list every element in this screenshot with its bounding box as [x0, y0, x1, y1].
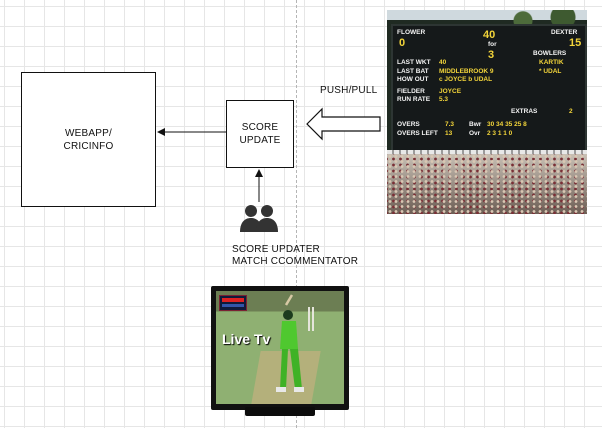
- live-tv-label: Live Tv: [222, 331, 271, 347]
- sb-extras-label: EXTRAS: [511, 108, 538, 115]
- score-updater-label: SCORE UPDATER MATCH CCOMMENTATOR: [232, 244, 359, 267]
- sb-last-bat-label: LAST BAT: [397, 68, 429, 75]
- push-pull-label: PUSH/PULL: [320, 85, 378, 96]
- sb-away-team: DEXTER: [551, 29, 578, 36]
- sb-last-bat-value: MIDDLEBROOK 9: [439, 68, 494, 75]
- tv-stand: [245, 407, 315, 416]
- sb-run-rate-label: RUN RATE: [397, 96, 431, 103]
- score-update-label: SCORE UPDATE: [239, 122, 281, 146]
- sb-bwr-label: Bwr: [469, 121, 482, 128]
- sb-bwr-values: 30 34 35 25 8: [487, 121, 527, 128]
- sb-for-label: for: [488, 41, 497, 48]
- users-icon: [240, 205, 278, 232]
- webapp-label: WEBAPP/ CRICINFO: [63, 127, 114, 152]
- sb-bowler2: * UDAL: [539, 68, 562, 75]
- sb-bowler1: KARTIK: [539, 59, 564, 66]
- sb-overs-left-label: OVERS LEFT: [397, 130, 438, 137]
- sb-ovr-label: Ovr: [469, 130, 481, 137]
- trees: [507, 10, 587, 28]
- sb-how-out-value: c JOYCE b UDAL: [439, 76, 493, 83]
- tv-frame: Live Tv: [211, 286, 349, 410]
- sb-overs-left-value: 13: [445, 130, 453, 137]
- tv-screen: Live Tv: [216, 291, 344, 404]
- scoreboard-photo: FLOWER 40 DEXTER 0 for 15 3 BOWLERS LAST…: [387, 10, 587, 214]
- score-update-box[interactable]: SCORE UPDATE: [226, 100, 294, 168]
- sb-bowlers-label: BOWLERS: [533, 50, 567, 57]
- live-tv: Live Tv: [211, 286, 349, 416]
- scoreboard: FLOWER 40 DEXTER 0 for 15 3 BOWLERS LAST…: [391, 24, 587, 156]
- sb-ovr-values: 2 3 1 1 0: [487, 130, 513, 137]
- sb-wickets: 3: [488, 49, 495, 61]
- tv-score-bug: [219, 295, 247, 311]
- sb-how-out-label: HOW OUT: [397, 76, 429, 83]
- sb-fielder-label: FIELDER: [397, 88, 425, 95]
- sb-extras-value: 2: [569, 108, 573, 115]
- stump: [308, 307, 310, 331]
- sb-home-score: 0: [399, 37, 406, 49]
- sb-run-rate-value: 5.3: [439, 96, 449, 103]
- sb-away-score: 15: [569, 37, 582, 49]
- webapp-cricinfo-box[interactable]: WEBAPP/ CRICINFO: [21, 72, 156, 207]
- sb-last-wkt-value: 40: [439, 59, 447, 66]
- hollow-arrow-left-icon: [306, 107, 381, 141]
- sb-last-wkt-label: LAST WKT: [397, 59, 431, 66]
- stand-roof: [387, 150, 587, 156]
- sb-fielder-value: JOYCE: [439, 88, 462, 95]
- sb-total: 40: [483, 29, 496, 41]
- crowd-stand: [387, 154, 587, 214]
- stump: [312, 307, 314, 331]
- batsman-figure: [276, 294, 304, 392]
- sb-home-team: FLOWER: [397, 29, 426, 36]
- sb-overs-value: 7.3: [445, 121, 455, 128]
- sb-overs-label: OVERS: [397, 121, 420, 128]
- dashed-divider: [296, 0, 297, 428]
- sky: [387, 10, 587, 20]
